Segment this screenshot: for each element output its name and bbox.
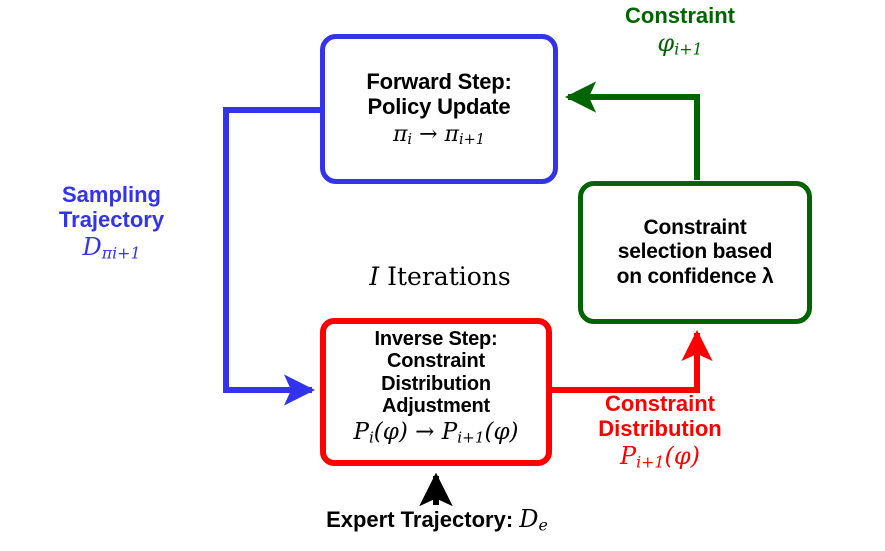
edge-constraint [564, 81, 700, 180]
inverse-lhs-arg: (φ) [373, 418, 408, 445]
sampling-math-sub: πi+1 [101, 243, 141, 263]
node-inverse-step-title-line-3: Distribution [381, 372, 491, 395]
node-inverse-step-title-line-2: Constraint [386, 350, 485, 373]
edge-sampling-trajectory [223, 107, 322, 406]
constraint-math-base: φ [657, 28, 675, 57]
forward-rhs-sub: i+1 [458, 132, 486, 149]
edge-label-constraint-distribution: Constraint Distribution Pi+1(φ) [560, 391, 760, 472]
inverse-rhs-arg: (φ) [484, 418, 519, 445]
cdist-math-base: P [619, 441, 637, 470]
node-forward-step[interactable]: Forward Step: Policy Update πi → πi+1 [320, 34, 558, 184]
cdist-label-line-1: Constraint [605, 391, 715, 416]
inverse-rhs-base: P [441, 418, 458, 445]
edge-label-sampling-trajectory: Sampling Trajectory Dπi+1 [14, 182, 209, 263]
node-inverse-step-title-line-4: Adjustment [381, 395, 490, 418]
sampling-label-line-2: Trajectory [58, 206, 165, 232]
sampling-math-base: D [82, 232, 102, 261]
sampling-label-line-1: Sampling [61, 182, 161, 207]
cdist-math-arg: (φ) [664, 441, 701, 470]
node-inverse-step-formula: Pi(φ) → Pi+1(φ) [353, 418, 519, 446]
forward-arrow-glyph: → [419, 121, 438, 147]
node-forward-step-title-line-1: Forward Step: [366, 68, 512, 94]
iterations-text: Iterations [379, 262, 511, 291]
inverse-rhs-sub: i+1 [457, 427, 485, 446]
expert-label-formula: De [519, 505, 548, 533]
expert-math-base: D [519, 505, 539, 533]
node-constraint-selection-title-line-2: selection based [617, 240, 773, 264]
expert-label-text: Expert Trajectory: [326, 507, 514, 532]
iterations-symbol: I [369, 262, 380, 291]
loop-iterations-label: I Iterations [340, 262, 540, 291]
inverse-lhs-sub: i [368, 427, 374, 446]
edge-label-expert-trajectory: Expert Trajectory: De [272, 505, 602, 534]
cdist-label-line-2: Distribution [598, 415, 722, 441]
node-inverse-step[interactable]: Inverse Step: Constraint Distribution Ad… [320, 318, 552, 466]
forward-lhs-sub: i [407, 132, 413, 149]
node-constraint-selection-title-line-1: Constraint [643, 215, 747, 239]
expert-math-sub: e [538, 515, 548, 535]
forward-rhs-base: π [444, 121, 459, 147]
node-inverse-step-title-line-1: Inverse Step: [374, 328, 498, 350]
constraint-label-formula: φi+1 [580, 28, 780, 59]
cdist-math-sub: i+1 [636, 452, 665, 472]
constraint-label-line-1: Constraint [625, 3, 735, 28]
sampling-label-formula: Dπi+1 [14, 232, 209, 263]
cdist-label-formula: Pi+1(φ) [560, 441, 760, 472]
inverse-lhs-base: P [353, 418, 369, 445]
node-forward-step-formula: πi → πi+1 [392, 121, 486, 149]
edge-label-constraint: Constraint φi+1 [580, 3, 780, 59]
inverse-arrow-glyph: → [415, 418, 435, 445]
constraint-math-sub: i+1 [674, 39, 703, 59]
edge-constraint-distribution [550, 329, 713, 393]
node-forward-step-title-line-2: Policy Update [367, 94, 511, 120]
node-constraint-selection[interactable]: Constraint selection based on confidence… [578, 181, 812, 324]
forward-lhs-base: π [392, 121, 408, 147]
node-constraint-selection-title-line-3: on confidence λ [616, 264, 774, 288]
